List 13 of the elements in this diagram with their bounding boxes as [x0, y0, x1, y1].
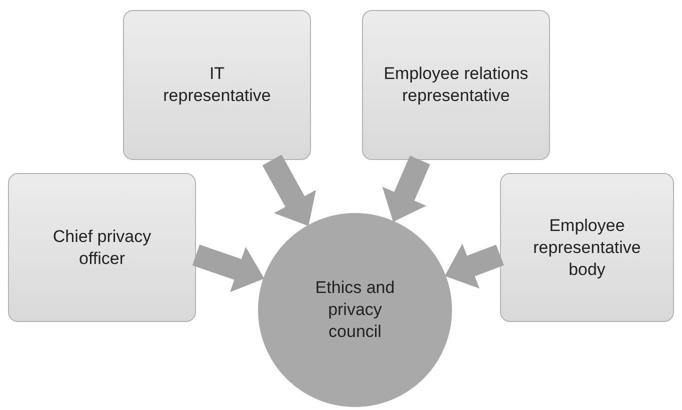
role-label: Employee representative body	[532, 214, 642, 280]
block-arrow	[444, 244, 504, 288]
block-arrow	[262, 154, 316, 226]
block-arrow	[192, 244, 264, 292]
role-label: IT representative	[162, 63, 272, 107]
role-label: Chief privacy officer	[52, 226, 152, 270]
block-arrow	[382, 156, 430, 222]
role-label: Employee relations representative	[382, 63, 530, 107]
role-box	[123, 10, 311, 160]
council-label: Ethics and privacy council	[314, 277, 396, 343]
role-box	[362, 10, 550, 160]
role-box	[500, 173, 674, 322]
role-box	[8, 173, 196, 322]
